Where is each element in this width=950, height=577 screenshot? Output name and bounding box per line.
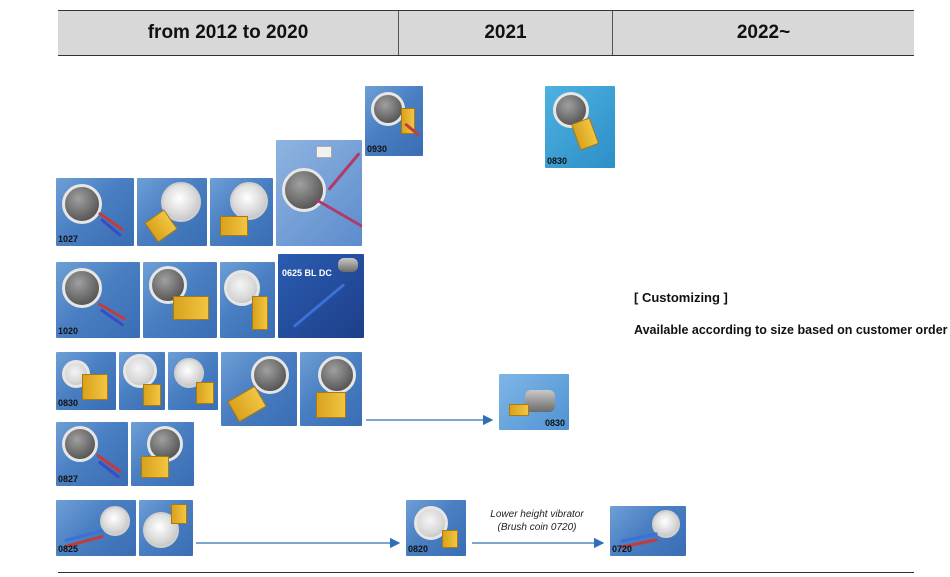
photo-0830-2021: 0830 [499, 374, 569, 430]
label-0825: 0825 [58, 544, 79, 554]
photo-1020-a: 1020 [56, 262, 140, 338]
photo-0827-a: 0827 [56, 422, 128, 486]
customizing-text: Available according to size based on cus… [634, 323, 948, 337]
label-0625-bldc: 0625 BL DC [282, 268, 332, 278]
header-col-2012-2020: from 2012 to 2020 [58, 11, 399, 55]
label-0820: 0820 [408, 544, 429, 554]
header-col-2021: 2021 [399, 11, 613, 55]
photo-0830-d [221, 352, 297, 426]
customizing-title: [ Customizing ] [634, 290, 728, 305]
lower-height-caption: Lower height vibrator (Brush coin 0720) [482, 508, 592, 534]
label-0930: 0930 [367, 144, 388, 154]
photo-1020-b [143, 262, 217, 338]
photo-0825-a: 0825 [56, 500, 136, 556]
photo-0825-b [139, 500, 193, 556]
photo-1027-a: 1027 [56, 178, 134, 246]
photo-1020-c [220, 262, 275, 338]
photo-0720: 0720 [610, 506, 686, 556]
photo-1027-b [137, 178, 207, 246]
photo-0820: 0820 [406, 500, 466, 556]
caption-line-1: Lower height vibrator [490, 509, 584, 520]
photo-0827-b [131, 422, 194, 486]
label-1020: 1020 [58, 326, 79, 336]
header-col-2022: 2022~ [736, 22, 791, 43]
photo-0830-2022: 0830 [545, 86, 615, 168]
photo-0830-b [119, 352, 165, 410]
photo-1027-c [210, 178, 273, 246]
photo-0830-e [300, 352, 362, 426]
timeline-header: from 2012 to 2020 2021 2022~ [58, 10, 914, 56]
photo-0830-a: 0830 [56, 352, 116, 410]
photo-0625-bldc: 0625 BL DC [278, 254, 364, 338]
label-0830-2022: 0830 [547, 156, 568, 166]
label-0830-2021: 0830 [544, 418, 565, 428]
label-0827: 0827 [58, 474, 79, 484]
photo-1027-wire [276, 140, 362, 246]
photo-0930: 0930 [365, 86, 423, 156]
photo-0830-c [168, 352, 218, 410]
label-1027: 1027 [58, 234, 79, 244]
caption-line-2: (Brush coin 0720) [497, 522, 577, 533]
label-0830-row: 0830 [58, 398, 79, 408]
bottom-rule [58, 572, 914, 573]
label-0720: 0720 [612, 544, 633, 554]
